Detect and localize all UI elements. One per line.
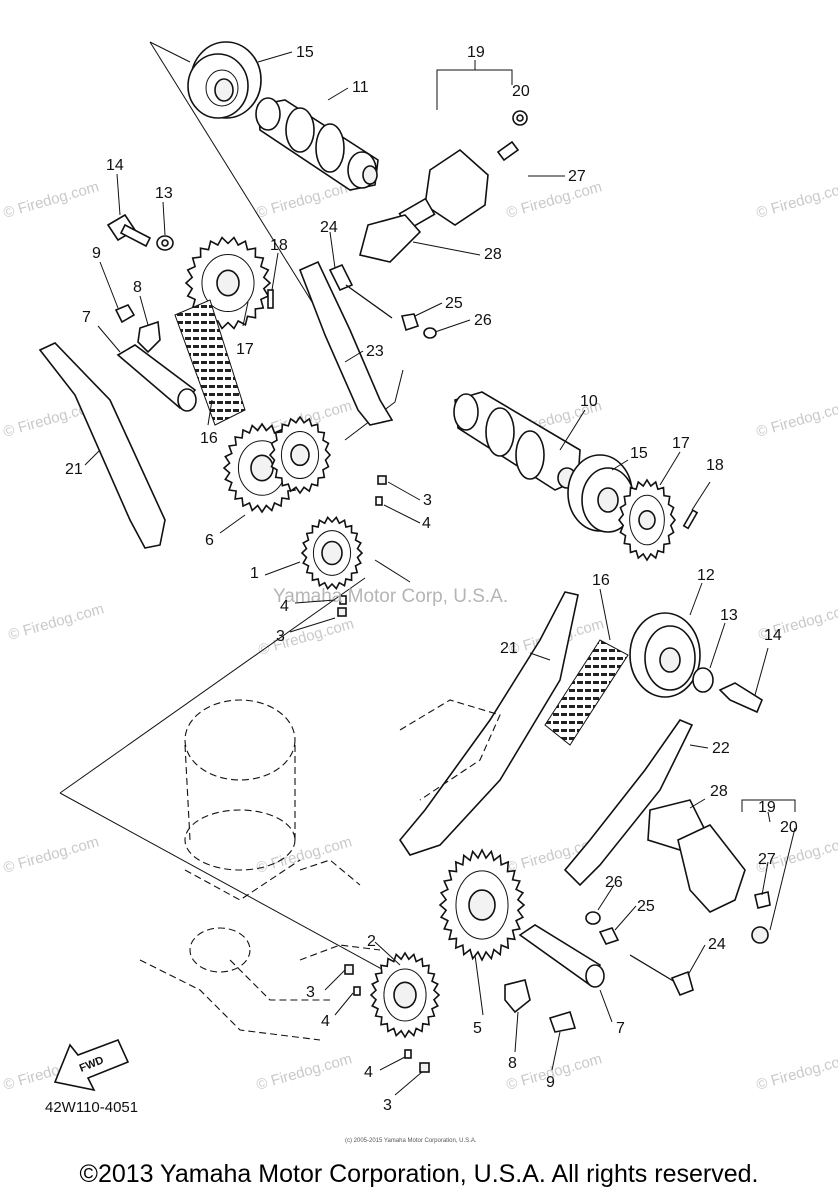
part-label-4c: 4 (321, 1013, 330, 1030)
watermark-text: © Firedog.com (754, 178, 838, 222)
part-label-8b: 8 (508, 1055, 517, 1072)
part-label-19b: 19 (758, 799, 776, 816)
tensioner-guide-23 (298, 260, 394, 426)
part-label-24a: 24 (320, 219, 338, 236)
part-label-14a: 14 (106, 157, 124, 174)
part-label-26b: 26 (605, 874, 623, 891)
guide-shaft-7-bottom (504, 924, 605, 1033)
part-label-4a: 4 (422, 515, 431, 532)
part-label-11: 11 (352, 79, 369, 96)
part-label-16b: 16 (592, 572, 610, 589)
part-label-15b: 15 (630, 445, 648, 462)
part-label-26a: 26 (474, 312, 492, 329)
watermark-text: © Firedog.com (254, 833, 353, 877)
part-label-22: 22 (712, 740, 730, 757)
tensioner-bolt-24-right (585, 911, 694, 997)
crankcase-outline (139, 699, 501, 1041)
sprocket-12 (629, 612, 763, 714)
cam-sprocket-17-right (617, 478, 677, 562)
part-label-9a: 9 (92, 245, 101, 262)
cam-chain-16-top (174, 299, 246, 426)
part-label-3c: 3 (306, 984, 315, 1001)
part-label-14b: 14 (764, 627, 782, 644)
part-label-10: 10 (580, 393, 598, 410)
spring-3-top (337, 475, 387, 617)
watermark-text: © Firedog.com (254, 178, 353, 222)
chain-guide-21-top (38, 342, 166, 549)
camshaft-11 (255, 97, 379, 191)
tensioner-19-right (647, 799, 796, 944)
forward-arrow: FWD (53, 1038, 130, 1092)
watermark-text: © Firedog.com (254, 1050, 353, 1094)
part-label-27b: 27 (758, 851, 776, 868)
pin-18-top (267, 289, 274, 309)
part-label-17b: 17 (672, 435, 690, 452)
part-label-7a: 7 (82, 309, 91, 326)
part-label-23: 23 (366, 343, 384, 360)
label-leaders (84, 51, 796, 1096)
part-label-17a: 17 (236, 341, 254, 358)
watermark-text: © Firedog.com (754, 1050, 838, 1094)
part-label-1: 1 (250, 565, 259, 582)
part-label-8a: 8 (133, 279, 142, 296)
part-label-2: 2 (367, 933, 376, 950)
part-label-20b: 20 (780, 819, 798, 836)
part-label-12: 12 (697, 567, 715, 584)
gear-1 (300, 516, 364, 590)
watermark-text: © Firedog.com (1, 178, 100, 222)
copyright-notice: ©2013 Yamaha Motor Corporation, U.S.A. A… (79, 1160, 759, 1188)
part-label-3a: 3 (423, 492, 432, 509)
part-label-24b: 24 (708, 936, 726, 953)
part-label-21a: 21 (65, 461, 83, 478)
part-label-15a: 15 (296, 44, 314, 61)
part-label-13b: 13 (720, 607, 738, 624)
fine-print: (c) 2005-2015 Yamaha Motor Corporation, … (345, 1138, 477, 1144)
gear-5 (438, 848, 526, 962)
guide-shaft-7-top (114, 303, 197, 412)
part-label-25a: 25 (445, 295, 463, 312)
part-label-25b: 25 (637, 898, 655, 915)
tensioner-19-top (359, 60, 565, 263)
watermark-text: © Firedog.com (754, 397, 838, 441)
part-label-28a: 28 (484, 246, 502, 263)
figure-code: 42W110-4051 (45, 1099, 138, 1116)
part-label-4b: 4 (280, 598, 289, 615)
camshaft-chain-parts-diagram: © Firedog.com © Firedog.com © Firedog.com ©… (1, 41, 838, 1144)
part-label-5: 5 (473, 1020, 482, 1037)
camshaft-10 (453, 391, 581, 491)
part-label-6: 6 (205, 532, 214, 549)
tensioner-bolt-24-top (328, 263, 437, 339)
part-label-7b: 7 (616, 1020, 625, 1037)
gear-2 (369, 951, 441, 1039)
part-label-3d: 3 (383, 1097, 392, 1114)
tensioner-guide-22 (563, 719, 694, 887)
watermark-text: © Firedog.com (256, 615, 355, 659)
part-label-3b: 3 (276, 628, 285, 645)
part-label-13a: 13 (155, 185, 173, 202)
part-label-16a: 16 (200, 430, 218, 447)
watermark-text: © Firedog.com (6, 600, 105, 644)
part-label-19a: 19 (467, 44, 485, 61)
pin-18-right (682, 509, 699, 530)
assembly-lines-top (59, 41, 421, 991)
chain-guide-21-right (399, 591, 579, 856)
bearing-15-top (187, 41, 262, 119)
watermark-text: © Firedog.com (1, 833, 100, 877)
part-label-20a: 20 (512, 83, 530, 100)
part-label-18b: 18 (706, 457, 724, 474)
part-label-18a: 18 (270, 237, 288, 254)
spring-3-bottom (344, 964, 430, 1073)
watermark-text: © Firedog.com (504, 178, 603, 222)
part-label-27a: 27 (568, 168, 586, 185)
bolt-14-top (106, 213, 174, 251)
part-label-4d: 4 (364, 1064, 373, 1081)
part-label-21b: 21 (500, 640, 518, 657)
part-label-9b: 9 (546, 1074, 555, 1091)
cam-chain-16-right (544, 639, 629, 746)
part-label-28b: 28 (710, 783, 728, 800)
center-watermark: Yamaha Motor Corp, U.S.A. (273, 586, 508, 607)
gear-6 (222, 415, 332, 514)
